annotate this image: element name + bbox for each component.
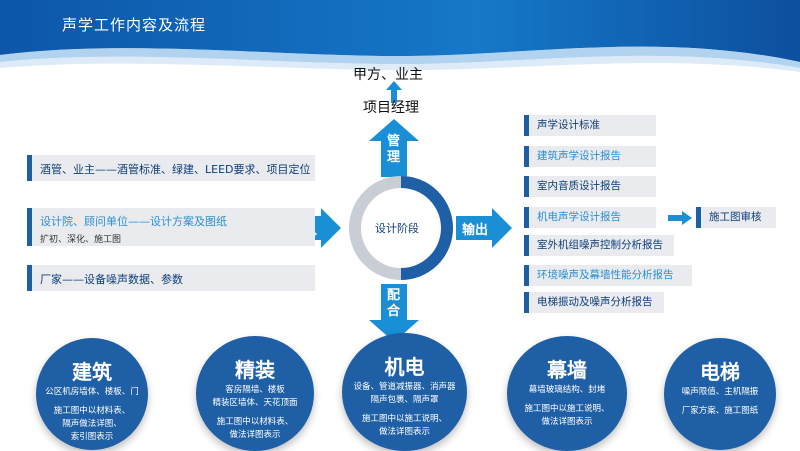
output-report: 机电声学设计报告 (524, 207, 656, 228)
circle-curtain-wall: 幕墙 幕墙玻璃结构、封堵 施工图中以施工说明、 做法详图表示 (507, 336, 627, 451)
left-item-title: 设计院、顾问单位——设计方案及图纸 (40, 215, 227, 228)
output-report: 环境噪声及幕墙性能分析报告 (524, 265, 692, 286)
output-report: 室内音质设计报告 (524, 176, 656, 197)
cooperate-arrow-label: 配合 (387, 288, 401, 319)
circle-title: 电梯 (700, 360, 740, 384)
circle-title: 精装 (235, 358, 275, 382)
circle-text: 噪声限值、主机隔振 (681, 387, 759, 397)
circle-text: 隔声包裹、隔声罩 (370, 395, 439, 405)
left-item: 设计院、顾问单位——设计方案及图纸 扩初、深化、施工图 (27, 208, 315, 246)
output-report: 声学设计标准 (524, 115, 656, 136)
output-report: 电梯振动及噪声分析报告 (524, 292, 664, 313)
output-report: 建筑声学设计报告 (524, 146, 656, 167)
cooperate-arrow-icon (369, 284, 419, 342)
circle-text: 隔声做法详图、 (62, 419, 122, 429)
circle-text: 做法详图表示 (541, 417, 593, 427)
client-label: 甲方、业主 (353, 67, 423, 83)
header-band (0, 0, 800, 72)
circle-text: 施工图中以材料表、 (53, 406, 131, 416)
left-item: 厂家——设备噪声数据、参数 (27, 265, 315, 291)
left-item: 酒管、业主——酒管标准、绿建、LEED要求、项目定位 (27, 155, 315, 181)
management-arrow-icon (369, 119, 419, 177)
circle-title: 幕墙 (547, 358, 587, 382)
circle-elevator: 电梯 噪声限值、主机隔振 厂家方案、施工图纸 (664, 338, 776, 450)
left-item-sub: 扩初、深化、施工图 (40, 235, 122, 245)
circle-text: 厂家方案、施工图纸 (681, 406, 759, 416)
construction-review: 施工图审核 (696, 207, 776, 228)
circle-title: 机电 (384, 355, 425, 379)
circle-text: 公区机房墙体、楼板、门 (45, 387, 139, 397)
circle-text: 精装区墙体、天花顶面 (212, 398, 298, 408)
circle-text: 施工图中以施工说明、 (524, 404, 610, 414)
circle-interior: 精装 客房隔墙、楼板 精装区墙体、天花顶面 施工图中以材料表、 做法详图表示 (196, 336, 314, 451)
left-item-title: 厂家——设备噪声数据、参数 (40, 273, 183, 286)
output-report: 室外机组噪声控制分析报告 (524, 235, 674, 256)
circle-architecture: 建筑 公区机房墙体、楼板、门 施工图中以材料表、 隔声做法详图、 索引图表示 (36, 338, 148, 450)
circle-mep: 机电 设备、管道减振器、消声器 隔声包裹、隔声罩 施工图中以施工说明、 做法详图… (342, 333, 467, 451)
design-stage-label: 设计阶段 (375, 222, 419, 235)
circle-text: 客房隔墙、楼板 (225, 385, 285, 395)
circle-text: 索引图表示 (70, 432, 114, 442)
management-arrow-label: 管理 (387, 134, 401, 165)
circle-text: 施工图中以施工说明、 (361, 414, 447, 424)
project-manager-label: 项目经理 (363, 100, 419, 116)
output-arrow-icon (456, 208, 512, 248)
left-item-title: 酒管、业主——酒管标准、绿建、LEED要求、项目定位 (40, 163, 311, 176)
circle-text: 做法详图表示 (378, 427, 430, 437)
output-arrow-label: 输出 (462, 223, 489, 238)
circle-text: 幕墙玻璃结构、封堵 (528, 385, 606, 395)
up-small-arrow-icon (386, 81, 402, 103)
circle-title: 建筑 (72, 360, 112, 384)
review-arrow-icon (668, 211, 692, 225)
page-title: 声学工作内容及流程 (62, 16, 207, 34)
circle-text: 做法详图表示 (229, 430, 281, 440)
circle-text: 施工图中以材料表、 (216, 417, 294, 427)
design-stage-ring (349, 176, 453, 280)
circle-text: 设备、管道减振器、消声器 (353, 382, 456, 392)
